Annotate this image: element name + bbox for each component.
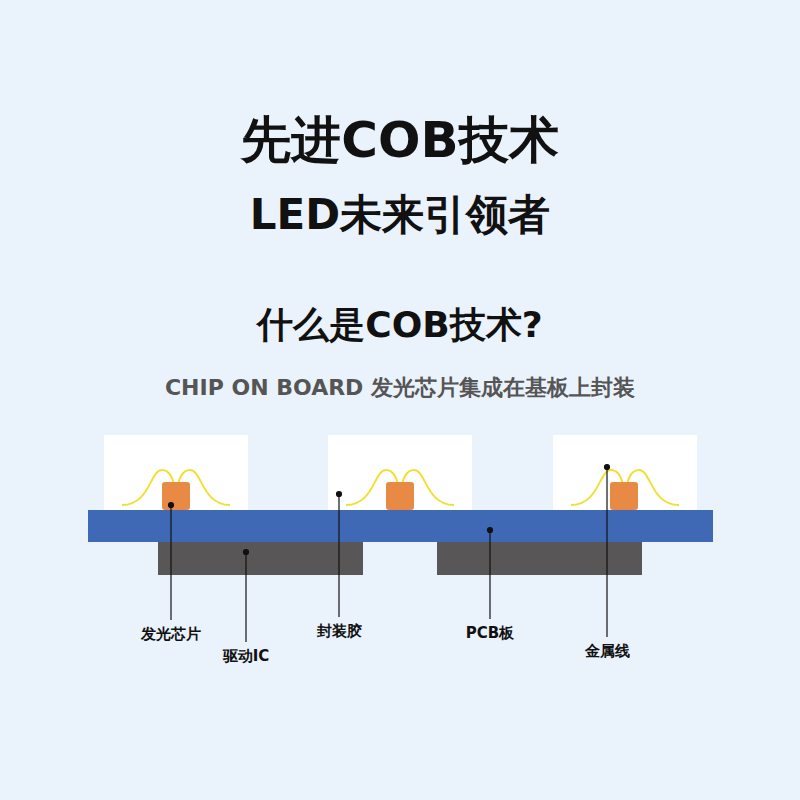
driver-ics xyxy=(158,542,642,575)
part-label: 封装胶 xyxy=(317,623,362,640)
leader-lines xyxy=(169,465,610,643)
part-label: 金属线 xyxy=(585,643,630,660)
pcb-board xyxy=(88,510,713,542)
page-title: 先进COB技术 xyxy=(241,113,558,168)
part-label: PCB板 xyxy=(466,625,514,642)
definition-text: CHIP ON BOARD 发光芯片集成在基板上封装 xyxy=(165,376,635,400)
encapsulant-blocks xyxy=(104,435,697,511)
section-heading: 什么是COB技术? xyxy=(257,305,542,345)
led-chips xyxy=(162,482,638,510)
subtitle: LED未来引领者 xyxy=(250,192,550,238)
part-label: 发光芯片 xyxy=(141,626,201,643)
part-label: 驱动IC xyxy=(223,648,270,665)
